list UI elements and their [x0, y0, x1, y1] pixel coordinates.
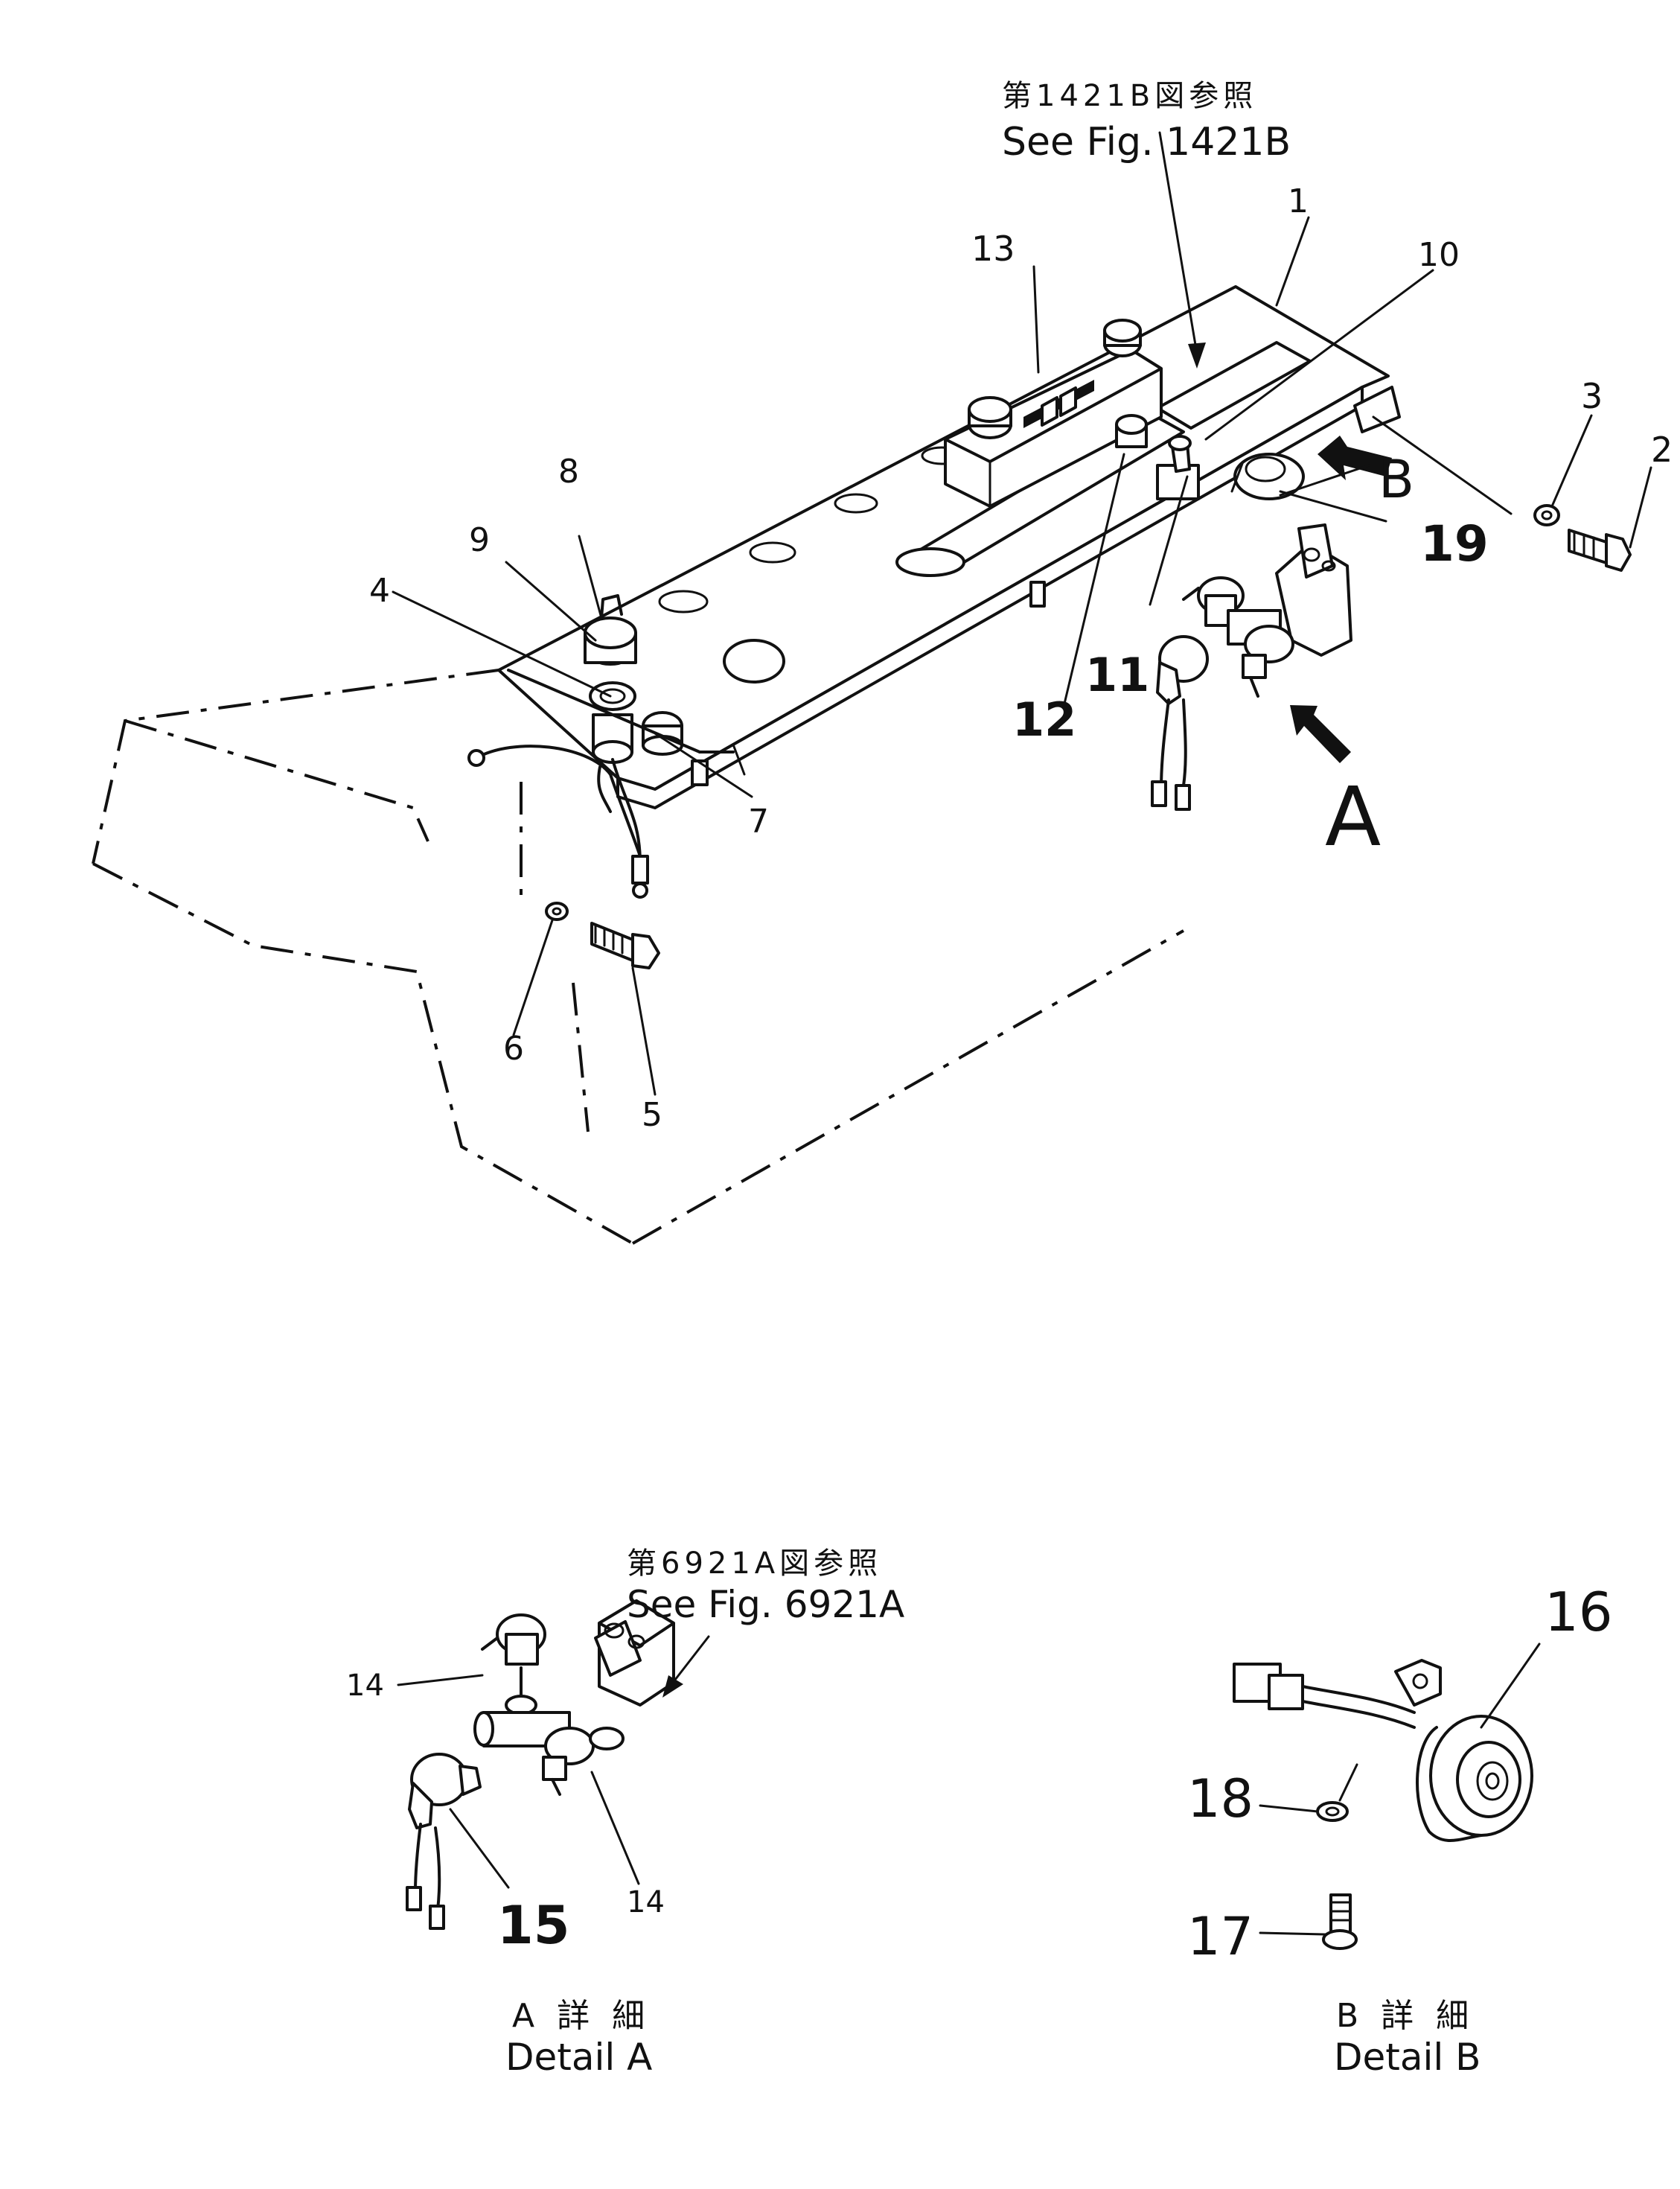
main-assembly — [92, 131, 1652, 1245]
reference-detail-a: 第6921A図参照 See Fig. 6921A — [627, 1546, 904, 1626]
callout-9: 9 — [469, 521, 490, 559]
detail-a-drawing — [397, 1599, 710, 1930]
view-marker-a: A — [1325, 769, 1381, 864]
detail-a-title: A 詳 細 Detail A — [505, 1997, 652, 2079]
callout-7: 7 — [748, 803, 769, 841]
washer-right — [1533, 504, 1560, 526]
view-arrow-b — [1318, 436, 1392, 480]
instrument-panel-plate — [497, 285, 1401, 809]
callout-14-a: 14 — [346, 1669, 384, 1703]
detail-a-title-en: Detail A — [505, 2036, 652, 2079]
callout-1: 1 — [1288, 182, 1309, 220]
detail-b-title-en: Detail B — [1334, 2036, 1481, 2079]
indicator-lamp — [1115, 414, 1148, 448]
detail-b-title-jp: B 詳 細 — [1336, 1997, 1475, 2035]
washer-left — [545, 902, 569, 921]
bolt-left — [590, 922, 660, 969]
callout-2: 2 — [1651, 430, 1673, 470]
callout-4: 4 — [369, 572, 390, 610]
view-marker-b: B — [1379, 449, 1414, 510]
horn-main — [1230, 453, 1305, 500]
view-arrow-a — [1290, 705, 1351, 763]
reference-top-jp: 第1421B図参照 — [1002, 79, 1257, 113]
callout-10: 10 — [1418, 236, 1460, 274]
callout-14-b: 14 — [627, 1885, 665, 1919]
callout-5: 5 — [642, 1096, 662, 1134]
reference-detail-a-jp: 第6921A図参照 — [627, 1546, 882, 1581]
reference-top-en: See Fig. 1421B — [1002, 120, 1291, 165]
detail-b-drawing — [1233, 1642, 1541, 1950]
detail-b-title: B 詳 細 Detail B — [1334, 1997, 1481, 2079]
callout-18: 18 — [1187, 1768, 1253, 1829]
callout-11: 11 — [1085, 648, 1149, 702]
callout-3: 3 — [1581, 376, 1603, 416]
callout-15: 15 — [497, 1895, 569, 1956]
reference-detail-a-en: See Fig. 6921A — [627, 1583, 904, 1626]
detail-a-title-jp: A 詳 細 — [512, 1997, 651, 2035]
reference-top: 第1421B図参照 See Fig. 1421B — [1002, 79, 1291, 165]
callout-13: 13 — [971, 229, 1015, 269]
callout-17: 17 — [1187, 1906, 1253, 1967]
callout-numbers: 1 2 3 4 5 6 7 8 9 10 11 12 13 14 14 15 1… — [346, 182, 1673, 1967]
leader-lines-main — [392, 131, 1652, 1096]
toggle-switch — [1156, 435, 1200, 500]
callout-8: 8 — [558, 453, 579, 491]
callout-16: 16 — [1545, 1581, 1613, 1643]
callout-6: 6 — [503, 1030, 524, 1068]
console-body-outline — [92, 669, 1184, 1245]
callout-12: 12 — [1012, 692, 1076, 747]
monitor-unit — [944, 319, 1163, 508]
bolt-right — [1568, 529, 1632, 572]
switch-cluster-main — [1151, 523, 1352, 811]
callout-19: 19 — [1420, 515, 1489, 573]
